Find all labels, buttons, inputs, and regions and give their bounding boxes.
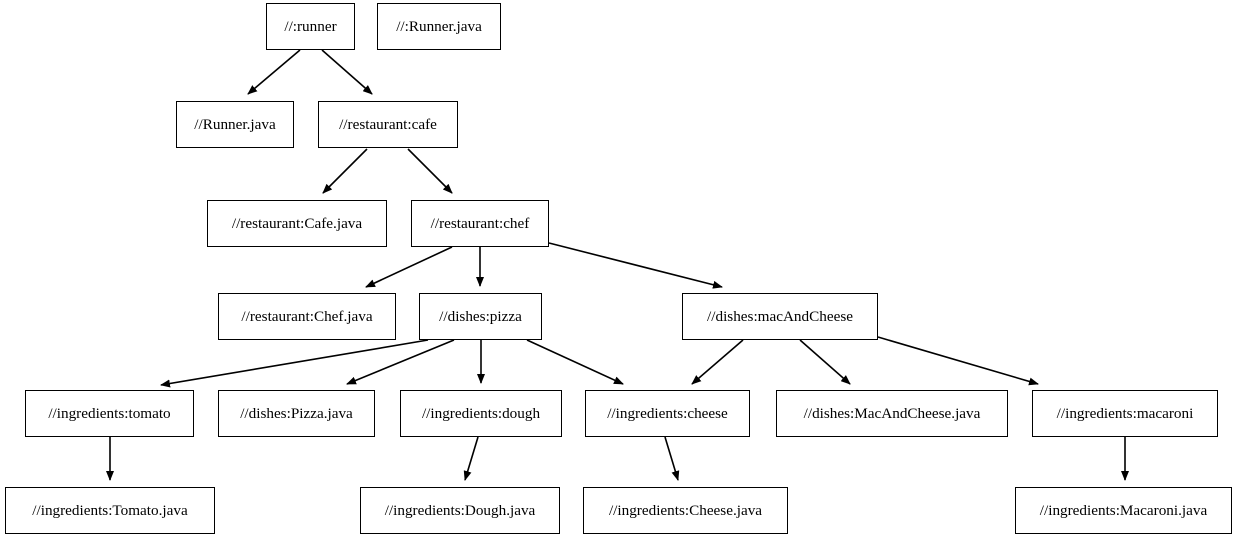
node-label: //restaurant:chef [430,214,530,232]
node-label: //ingredients:Macaroni.java [1039,501,1208,519]
node-label: //ingredients:macaroni [1056,404,1194,422]
graph-node-restaurant_chef[interactable]: //restaurant:chef [411,200,549,247]
graph-node-root_runner_java[interactable]: //:Runner.java [377,3,501,50]
graph-node-dishes_pizza_java[interactable]: //dishes:Pizza.java [218,390,375,437]
graph-node-dishes_pizza[interactable]: //dishes:pizza [419,293,542,340]
node-label: //restaurant:Cafe.java [231,214,363,232]
graph-node-dishes_macandcheese[interactable]: //dishes:macAndCheese [682,293,878,340]
graph-node-dishes_macandcheese_java[interactable]: //dishes:MacAndCheese.java [776,390,1008,437]
node-label: //ingredients:dough [421,404,541,422]
graph-node-ingredients_macaroni[interactable]: //ingredients:macaroni [1032,390,1218,437]
graph-node-ingredients_tomato_java[interactable]: //ingredients:Tomato.java [5,487,215,534]
node-label: //ingredients:cheese [607,404,728,422]
graph-node-ingredients_dough_java[interactable]: //ingredients:Dough.java [360,487,560,534]
graph-node-restaurant_cafe[interactable]: //restaurant:cafe [318,101,458,148]
node-label: //ingredients:Tomato.java [32,501,188,519]
node-label: //dishes:pizza [439,307,522,325]
graph-node-ingredients_cheese_java[interactable]: //ingredients:Cheese.java [583,487,788,534]
node-label: //dishes:MacAndCheese.java [803,404,981,422]
graph-node-restaurant_chef_java[interactable]: //restaurant:Chef.java [218,293,396,340]
node-label: //dishes:Pizza.java [240,404,353,422]
node-label: //ingredients:tomato [48,404,171,422]
node-label: //restaurant:Chef.java [241,307,373,325]
graph-node-ingredients_cheese[interactable]: //ingredients:cheese [585,390,750,437]
node-label: //restaurant:cafe [339,115,437,133]
graph-node-ingredients_dough[interactable]: //ingredients:dough [400,390,562,437]
graph-node-restaurant_cafe_java[interactable]: //restaurant:Cafe.java [207,200,387,247]
graph-node-ingredients_macaroni_java[interactable]: //ingredients:Macaroni.java [1015,487,1232,534]
node-label: //:runner [284,17,337,35]
graph-node-ingredients_tomato[interactable]: //ingredients:tomato [25,390,194,437]
node-label: //ingredients:Dough.java [384,501,536,519]
graph-node-runner[interactable]: //:runner [266,3,355,50]
node-label: //Runner.java [194,115,276,133]
node-label: //ingredients:Cheese.java [608,501,763,519]
graph-node-runner_java[interactable]: //Runner.java [176,101,294,148]
node-label: //dishes:macAndCheese [707,307,853,325]
node-label: //:Runner.java [396,17,482,35]
